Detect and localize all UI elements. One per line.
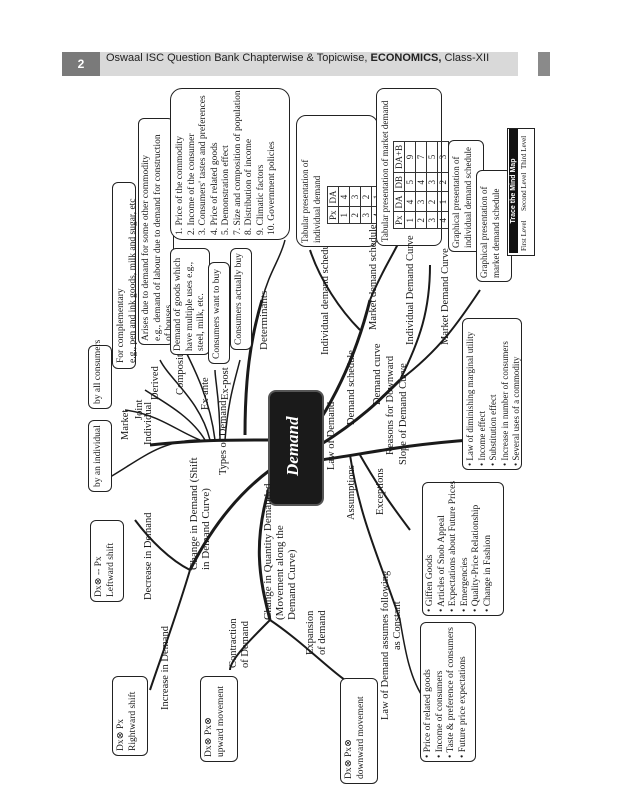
individual-demand-schedule-label: Individual demand schedule (320, 236, 331, 355)
ex-post-label: Ex-post (220, 367, 231, 400)
as-constant-label: as Constant (392, 601, 403, 650)
demand-schedule-label: Demand schedule (346, 350, 357, 425)
determinants-label: Determinants (258, 290, 270, 350)
mind-map-legend: Trace the Mind Map First Level Second Le… (507, 128, 535, 256)
market-label: Market (120, 409, 131, 440)
individual-demand-curve-label: Individual Demand Curve (405, 235, 416, 345)
market-table-box: Tabular presentation of market demand Px… (376, 88, 449, 246)
page-header: 2 Oswaal ISC Question Bank Chapterwise &… (0, 52, 623, 76)
by-all-consumers-box: by all consumers (88, 340, 112, 409)
ex-ante-label: Ex-ante (200, 377, 211, 410)
reasons-downward-label: Reasons for Downward (385, 355, 396, 455)
assumptions-desc-label: Law of Demand assumes following (380, 570, 391, 720)
branch-change-qd (257, 469, 277, 621)
contraction-box: Dx⊗ Px⊗upward movement (200, 676, 238, 762)
by-individual-box: by an individual (88, 420, 112, 492)
change-quantity-demanded-label: Change in Quantity Demanded(Movement alo… (262, 483, 298, 620)
ex-post-desc-box: Consumers actually buy (230, 248, 252, 350)
market-demand-curve-label: Market Demand Curve (440, 248, 451, 345)
branch-determinants (243, 299, 264, 436)
exceptions-label: Exceptions (375, 468, 386, 515)
assumptions-label: Assumptions (346, 465, 357, 520)
reasons-list-box: • Law of diminishing marginal utility• I… (462, 318, 522, 470)
running-title: Oswaal ISC Question Bank Chapterwise & T… (106, 52, 490, 64)
central-node-demand: Demand (268, 390, 324, 506)
branch-law (319, 438, 471, 462)
ex-ante-desc-box: Consumers want to buy (208, 262, 230, 364)
law-of-demand-label: Law of Demand (326, 401, 337, 470)
branch-types (149, 438, 269, 447)
branch-schedule (318, 299, 372, 421)
assumptions-list-box: • Price of related goods• Income of cons… (420, 622, 476, 762)
derived-label: Derived (150, 366, 161, 400)
expansion-box: Dx⊗ Px⊗downward movement (340, 678, 378, 784)
exceptions-list-box: • Giffen Goods• Articles of Snob Appeal•… (422, 481, 504, 616)
branch-curve (319, 378, 402, 447)
joint-label: Joint (134, 399, 145, 420)
branch-change-d (188, 468, 271, 571)
composite-label: Composite (175, 349, 186, 395)
increase-in-demand-label: Increase in Demand (160, 626, 171, 710)
page-number: 2 (62, 52, 100, 76)
slope-demand-curve-label: Slope of Demand Curve (398, 363, 409, 465)
derived-desc-box: Arises due to demand for some other comm… (138, 118, 174, 345)
types-of-demand-label: Types of Demand (218, 400, 229, 476)
decrease-in-demand-label: Decrease in Demand (143, 512, 154, 600)
demand-curve-label: Demand curve (372, 343, 383, 405)
